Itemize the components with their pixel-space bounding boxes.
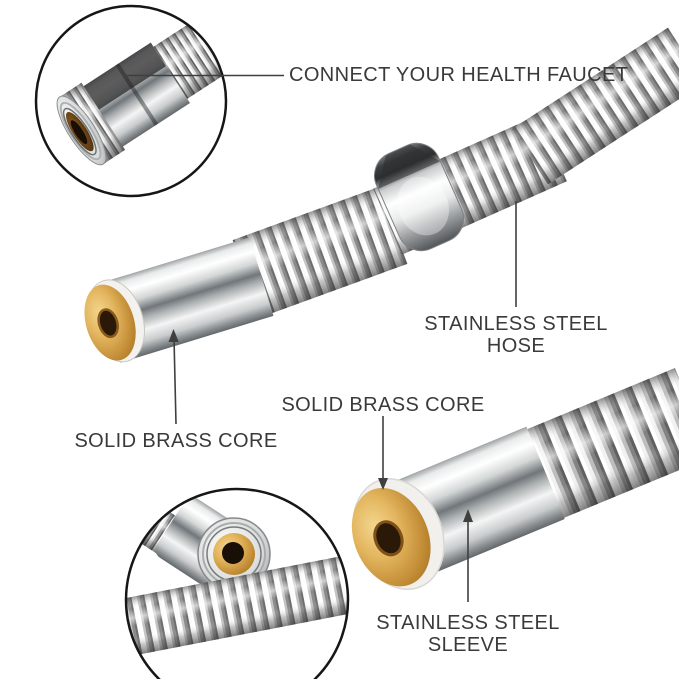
brass-cap-lower xyxy=(351,478,445,591)
arrowhead-brass-core-left xyxy=(168,329,179,342)
label-stainless-hose-line2: HOSE xyxy=(486,335,546,357)
label-brass-core-mid: SOLID BRASS CORE xyxy=(281,394,485,416)
label-stainless-sleeve-line1: STAINLESS STEEL xyxy=(376,612,560,634)
callout-ring-top xyxy=(34,4,228,198)
label-brass-core-left: SOLID BRASS CORE xyxy=(74,430,278,452)
hose-nut xyxy=(373,142,465,252)
label-stainless-hose-line1: STAINLESS STEEL xyxy=(424,313,608,335)
zoom-callout-brass-nut xyxy=(124,487,350,679)
leader-brass-core-left xyxy=(173,337,177,425)
brass-cap-upper xyxy=(84,279,145,363)
arrowhead-stainless-sleeve xyxy=(463,509,473,522)
arrowhead-brass-core-mid xyxy=(378,478,388,490)
label-stainless-sleeve: STAINLESS STEEL SLEEVE xyxy=(357,612,579,656)
label-stainless-hose: STAINLESS STEEL HOSE xyxy=(406,313,626,357)
zoom-callout-connector xyxy=(34,4,228,198)
lower-hose xyxy=(351,367,679,591)
leader-arrowheads xyxy=(168,329,473,522)
brass-nut-face xyxy=(197,517,271,591)
label-connect-faucet: CONNECT YOUR HEALTH FAUCET xyxy=(289,64,629,86)
callout-ring-bottom xyxy=(124,487,350,679)
upper-hose xyxy=(84,27,679,363)
label-stainless-sleeve-line2: SLEEVE xyxy=(427,634,509,656)
leader-lines xyxy=(127,74,517,602)
